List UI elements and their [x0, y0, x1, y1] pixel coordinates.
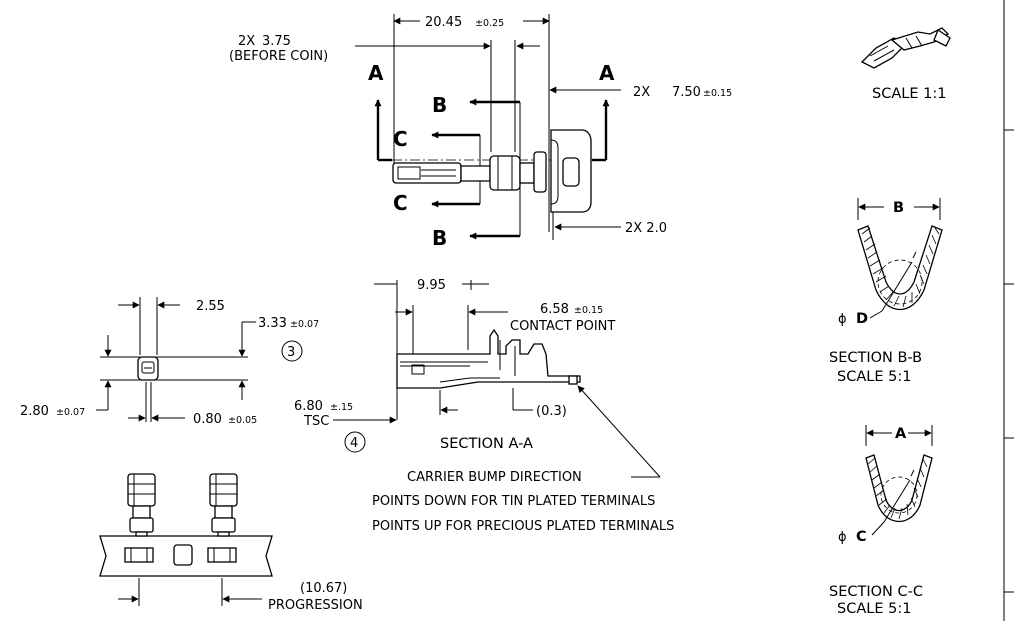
balloon-height: 3: [287, 345, 295, 360]
section-aa-title: SECTION A-A: [440, 436, 533, 452]
note-line-1: CARRIER BUMP DIRECTION: [407, 470, 582, 485]
section-bb-dim: B: [893, 200, 904, 216]
dim-width-value: 7.50: [672, 85, 701, 100]
cut-a-left: A: [368, 61, 384, 85]
cut-a-right: A: [599, 61, 615, 85]
notes: CARRIER BUMP DIRECTION POINTS DOWN FOR T…: [372, 385, 674, 534]
dim-contact-length: 9.95: [417, 278, 446, 293]
dim-end-slot-tol: ±0.05: [228, 415, 257, 426]
note-line-2: POINTS DOWN FOR TIN PLATED TERMINALS: [372, 494, 655, 509]
section-cc-scale: SCALE 5:1: [837, 601, 911, 617]
dim-coin-qty: 2X: [238, 34, 255, 49]
section-cc-title: SECTION C-C: [829, 584, 923, 600]
dim-contact-note: CONTACT POINT: [510, 319, 615, 334]
dim-end-height-value: 3.33: [258, 316, 287, 331]
dim-width-qty: 2X: [633, 85, 650, 100]
section-bb-scale: SCALE 5:1: [837, 369, 911, 385]
dim-end-slot-value: 0.80: [193, 412, 222, 427]
dim-overall-length: 20.45: [425, 15, 462, 30]
dim-tsc-note: TSC: [303, 414, 329, 429]
section-cc: A ϕ C SECTION C-C SCALE 5:1: [829, 425, 933, 617]
cut-b-top: B: [432, 93, 447, 117]
section-bb-diameter-symbol: ϕ: [838, 312, 847, 327]
cut-c-top: C: [393, 127, 408, 151]
dim-contact-value: 6.58: [540, 302, 569, 317]
dim-overall-tol: ±0.25: [475, 18, 504, 29]
dim-carrier-bump: (0.3): [536, 404, 567, 419]
dim-tsc-tol: ±.15: [330, 402, 353, 413]
dim-tsc-value: 6.80: [294, 399, 323, 414]
section-bb-diameter-label: D: [856, 311, 868, 327]
strip-view: (10.67) PROGRESSION: [99, 473, 363, 613]
section-aa: 9.95 6.58 ±0.15 CONTACT POINT (0.3) 6.80…: [294, 278, 615, 453]
note-line-3: POINTS UP FOR PRECIOUS PLATED TERMINALS: [372, 519, 674, 534]
section-bb-title: SECTION B-B: [829, 350, 922, 366]
section-bb: B ϕ D SECTION B-B SCALE 5:1: [829, 198, 943, 385]
sheet-border: [1003, 0, 1014, 621]
dim-carrier: 2X 2.0: [625, 221, 667, 236]
iso-scale: SCALE 1:1: [872, 86, 946, 102]
cut-b-bottom: B: [432, 226, 447, 250]
cut-c-bottom: C: [393, 191, 408, 215]
dim-end-left-value: 2.80: [20, 404, 49, 419]
dim-coin-note: (BEFORE COIN): [229, 49, 328, 64]
dim-end-height-tol: ±0.07: [290, 319, 319, 330]
dim-end-left-tol: ±0.07: [56, 407, 85, 418]
top-view: 20.45 ±0.25 2X 3.75 (BEFORE COIN) 2X 7.5…: [229, 14, 732, 250]
dim-width-tol: ±0.15: [703, 88, 732, 99]
dim-coin-value: 3.75: [262, 34, 291, 49]
section-cc-diameter-symbol: ϕ: [838, 530, 847, 545]
section-cc-dim: A: [895, 426, 907, 442]
balloon-tsc: 4: [350, 436, 358, 451]
section-cc-diameter-label: C: [856, 529, 867, 545]
dim-progression-value: (10.67): [300, 581, 347, 596]
dim-contact-tol: ±0.15: [574, 305, 603, 316]
iso-view: SCALE 1:1: [860, 27, 951, 102]
dim-end-top: 2.55: [196, 299, 225, 314]
end-view: 2.55 2.80 ±0.07 3.33 ±0.07 3 0.80 ±0.05: [20, 297, 319, 427]
dim-progression-note: PROGRESSION: [268, 598, 363, 613]
